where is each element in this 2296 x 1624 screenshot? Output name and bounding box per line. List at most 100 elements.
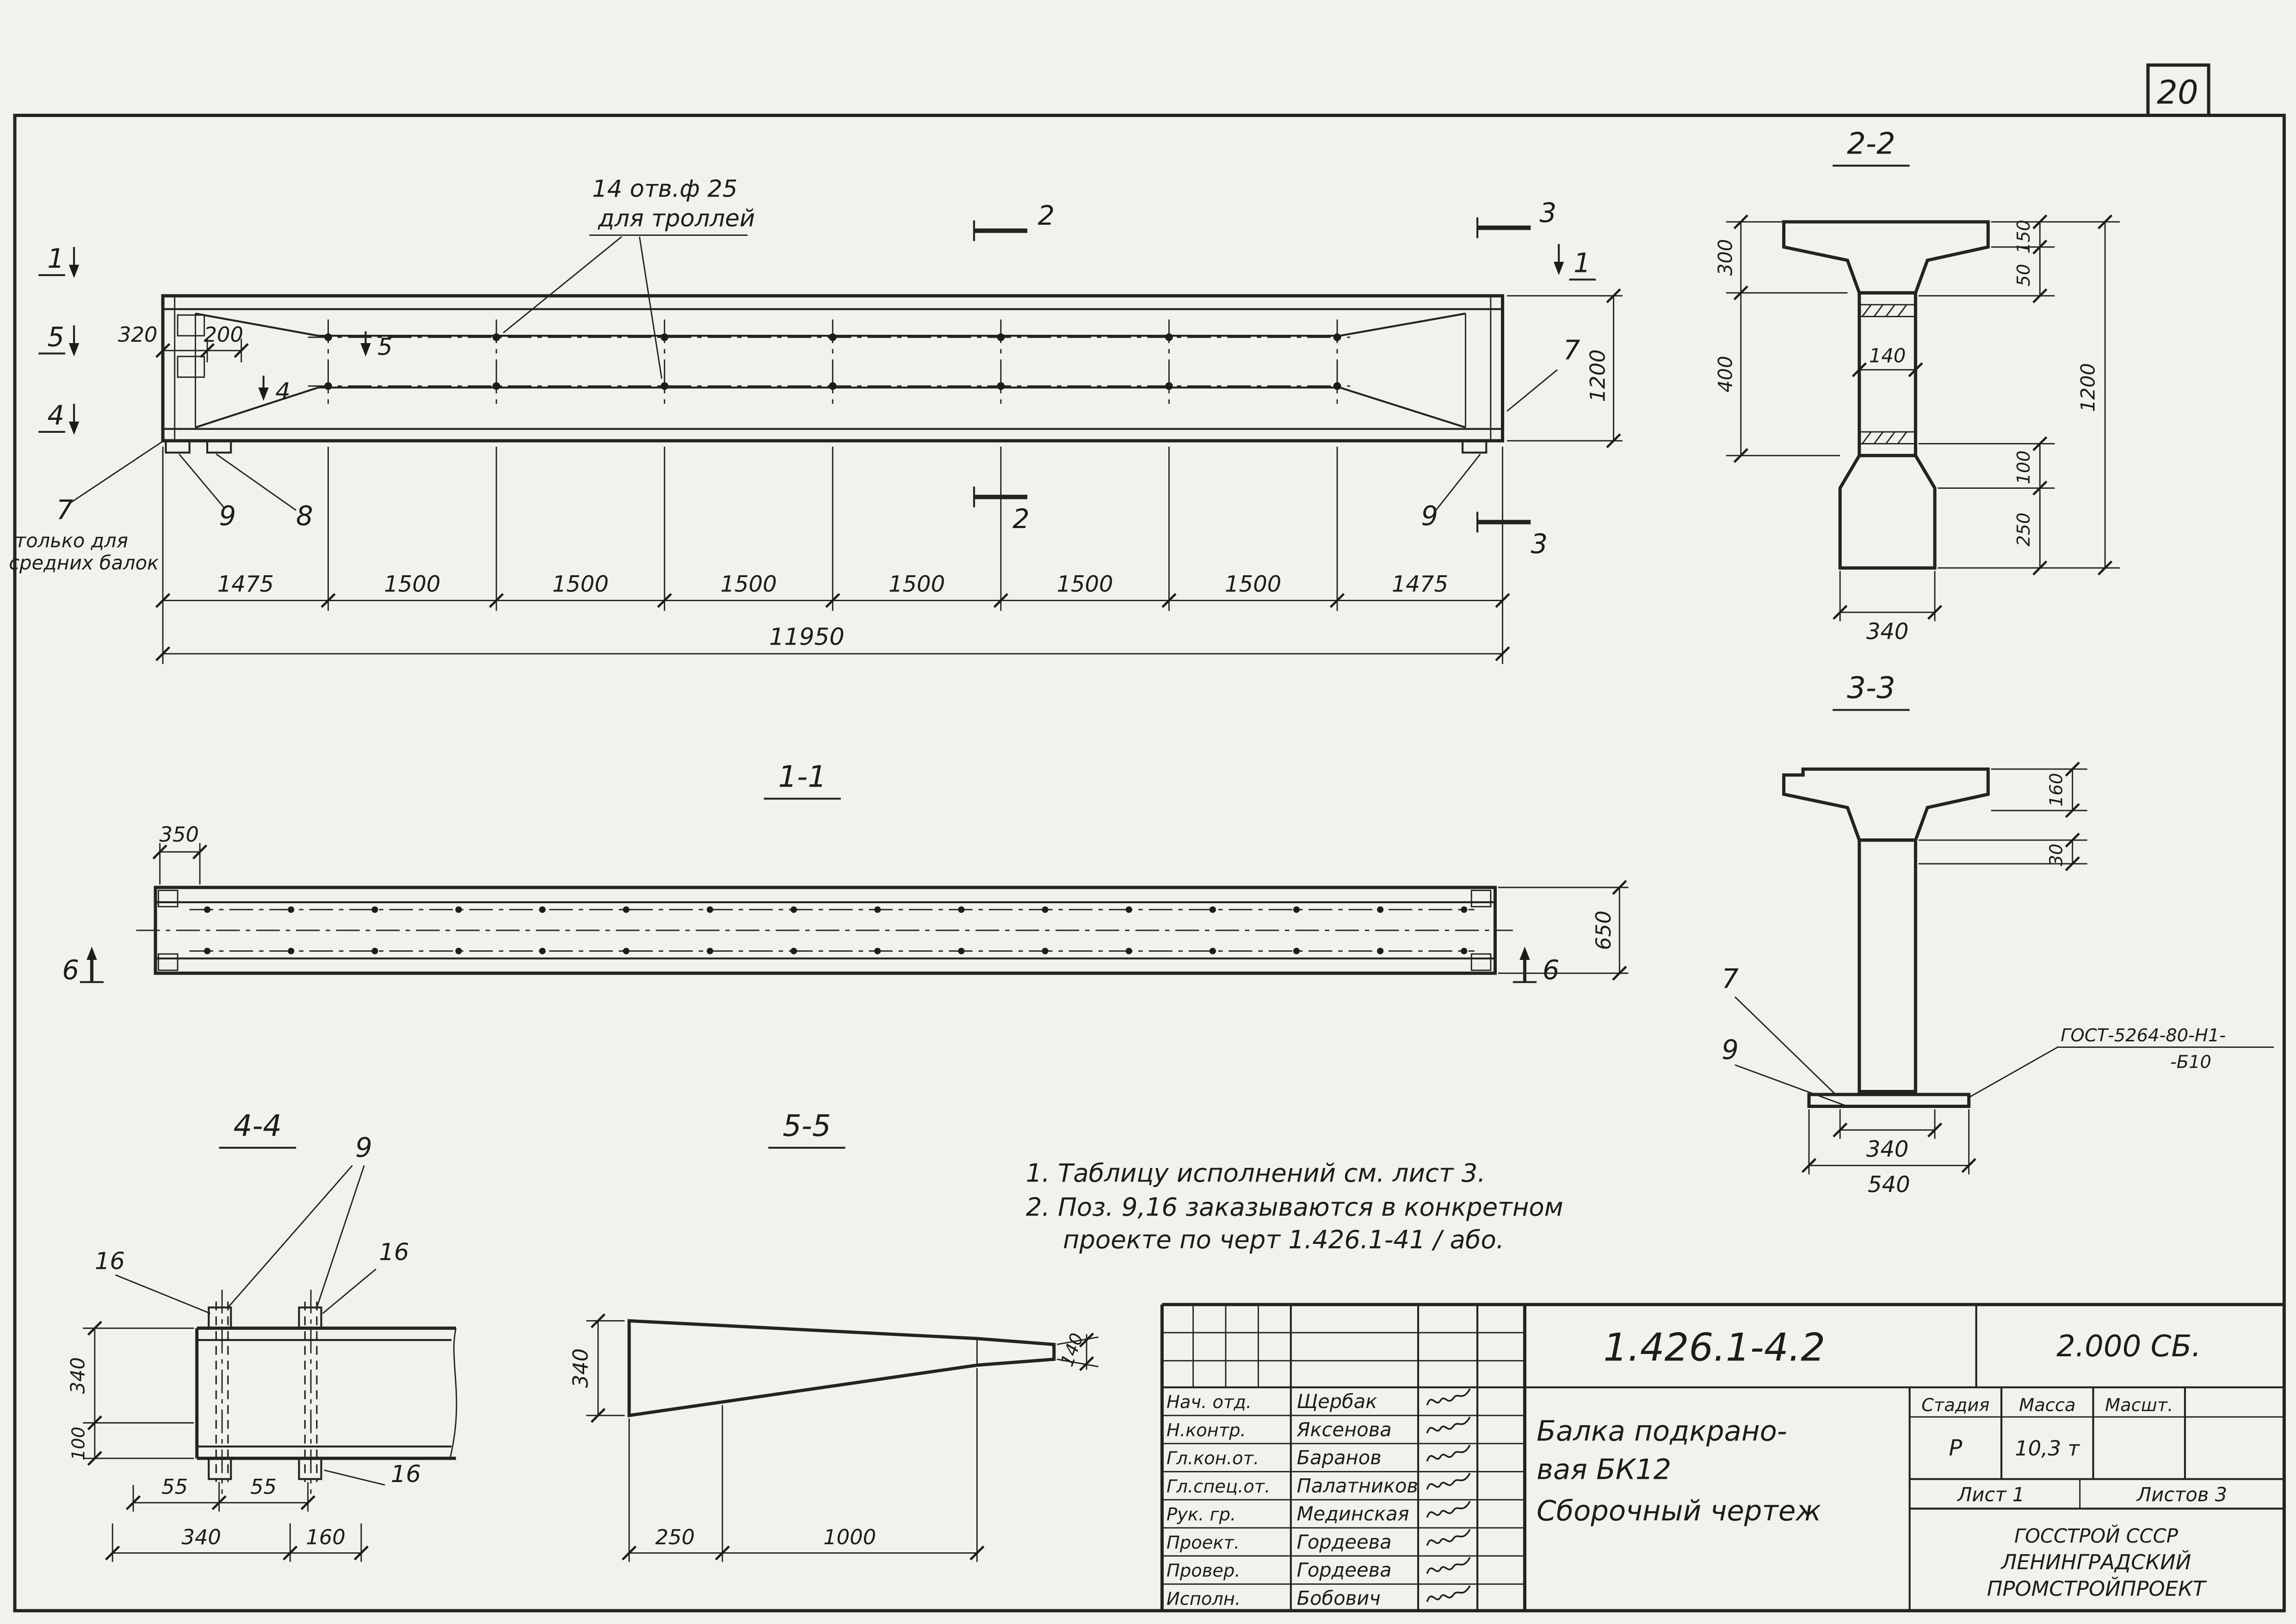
section-3-3-title: 3-3 [1847, 671, 1895, 706]
dim-340-vertical: 340 [66, 1357, 89, 1394]
pos-16-a: 16 [95, 1247, 125, 1275]
section-3-3-labels: 7 9 ГОСТ-5264-80-Н1- -Б10 [1722, 964, 2274, 1107]
dim-100: 100 [2013, 450, 2034, 484]
view-1-1-title: 1-1 [778, 760, 827, 794]
pos-7-right: 7 [1563, 335, 1580, 366]
section-2-2-title: 2-2 [1847, 127, 1895, 161]
view-4-4-centerlines [221, 1290, 312, 1494]
section-cut-2: 2 2 [973, 200, 1055, 535]
org-line-3: ПРОМСТРОЙПРОЕКТ [1987, 1576, 2207, 1601]
dim-100-view44: 100 [68, 1427, 89, 1460]
view-4-4: 4-4 9 16 16 [66, 1109, 457, 1562]
dim-30: 30 [2046, 843, 2067, 866]
section-marker-4-inner: 4 [275, 378, 290, 406]
drawing-title-line3: Сборочный чертеж [1537, 1495, 1821, 1527]
org-line-1: ГОССТРОЙ СССР [2014, 1525, 2178, 1547]
section-3-3-shape [1782, 767, 1990, 1108]
mass-value: 10,3 т [2015, 1436, 2080, 1460]
section-cut-3: 3 3 [1476, 197, 1556, 560]
section-label-3-bottom: 3 [1531, 529, 1548, 560]
section-marker-4: 4 [47, 400, 64, 431]
org-line-2: ЛЕНИНГРАДСКИЙ [2000, 1550, 2191, 1575]
view-5-5: 5-5 340 140 250 1000 [568, 1109, 1099, 1562]
dim-1500-a: 1500 [384, 571, 440, 597]
dim-total-11950: 11950 [769, 623, 845, 651]
dim-140: 140 [1869, 344, 1906, 367]
signer-role-6: Провер. [1167, 1561, 1241, 1581]
mass-header: Масса [2019, 1395, 2075, 1415]
view-1-1-holes [204, 906, 1468, 954]
pos-9-right: 9 [1421, 500, 1438, 531]
dim-1475-b: 1475 [1392, 571, 1448, 597]
view-1-1-centerlines [136, 909, 1513, 952]
dim-200: 200 [204, 322, 244, 347]
view-5-5-shape [627, 1319, 1056, 1418]
signer-role-2: Гл.кон.от. [1167, 1448, 1259, 1469]
scale-header: Масшт. [2105, 1395, 2173, 1415]
dim-150: 150 [2013, 220, 2034, 253]
signer-name-4: Мединская [1297, 1502, 1409, 1525]
signer-name-3: Палатников [1297, 1474, 1418, 1497]
dim-340-sec22: 340 [1866, 619, 1909, 645]
sheet-number: 20 [2157, 74, 2198, 111]
view-4-4-outline [195, 1306, 457, 1480]
section-2-2-shape [1782, 220, 1990, 570]
pos-7-sec33: 7 [1722, 964, 1739, 995]
sheets-count-label: Листов 3 [2136, 1483, 2227, 1506]
gost-weld-note-line2: -Б10 [2170, 1052, 2211, 1072]
view-5-5-title: 5-5 [783, 1109, 831, 1143]
view-1-1-dims: 350 650 [153, 822, 1629, 980]
document-code: 1.426.1-4.2 [1603, 1325, 1825, 1370]
dim-250: 250 [655, 1525, 695, 1549]
title-block: 1.426.1-4.2 2.000 СБ. Балка подкрано- ва… [1160, 1303, 2284, 1611]
view-4-4-dims: 340 100 55 55 340 160 [66, 1322, 368, 1562]
section-2-2: 2-2 300 400 140 [1714, 127, 2120, 645]
pos-16-c: 16 [391, 1460, 421, 1488]
elevation-view: 1 5 4 5 4 2 2 3 [9, 175, 1623, 664]
section-2-2-weld-bands [1858, 304, 1916, 445]
gost-weld-note-line1: ГОСТ-5264-80-Н1- [2061, 1025, 2226, 1046]
dim-1475-a: 1475 [217, 571, 274, 597]
pos-8: 8 [296, 500, 313, 531]
section-marker-6-right: 6 [1543, 954, 1560, 985]
pos-9-sec33: 9 [1722, 1034, 1739, 1065]
section-3-3: 3-3 7 9 ГОСТ-5264-80-Н1- -Б10 160 30 [1722, 671, 2274, 1198]
bottom-dim-chain: 1475 1500 1500 1500 1500 1500 1500 1475 … [156, 446, 1509, 664]
signer-name-2: Баранов [1297, 1446, 1382, 1469]
drawing-title-line2: вая БК12 [1537, 1454, 1671, 1486]
signature-rows: Нач. отд. Щербак Н.контр. Яксенова Гл.ко… [1167, 1388, 1471, 1609]
sheet-number-box: 20 [2146, 63, 2210, 117]
section-markers-left: 1 5 4 [38, 243, 80, 435]
section-label-2-top: 2 [1038, 200, 1055, 231]
signer-name-5: Гордеева [1297, 1531, 1392, 1553]
position-labels: 7 только для средних балок 9 8 9 7 [9, 335, 1580, 574]
dim-540: 540 [1868, 1172, 1910, 1198]
dim-340-view55: 340 [568, 1348, 593, 1388]
sheet-label: Лист 1 [1957, 1483, 2024, 1506]
section-2-2-dims: 300 400 140 150 50 100 250 1200 [1714, 215, 2120, 645]
signer-name-0: Щербак [1297, 1390, 1377, 1413]
signer-name-1: Яксенова [1296, 1418, 1392, 1441]
dim-1200-elevation: 1200 [1507, 289, 1623, 447]
trolley-holes [324, 333, 1341, 390]
holes-callout: 14 отв.ф 25 для троллей [503, 175, 755, 379]
view-1-1: 1-1 [62, 760, 1629, 985]
view-4-4-labels: 9 16 16 16 [95, 1132, 421, 1488]
drawing-title-line1: Балка подкрано- [1537, 1415, 1787, 1447]
dim-340-horizontal: 340 [182, 1525, 222, 1549]
signer-role-1: Н.контр. [1167, 1420, 1246, 1441]
dim-650: 650 [1591, 910, 1616, 950]
signer-role-5: Проект. [1167, 1532, 1240, 1553]
note-line-2: 2. Поз. 9,16 заказываются в конкретном [1026, 1193, 1563, 1222]
section-cut-6: 6 6 [62, 947, 1560, 985]
section-marker-1-right-label: 1 [1574, 248, 1591, 279]
note-line-1: 1. Таблицу исполнений см. лист 3. [1026, 1159, 1486, 1188]
dim-300: 300 [1714, 239, 1737, 276]
signer-name-7: Бобович [1297, 1587, 1381, 1609]
dim-350: 350 [160, 822, 199, 847]
note-line-3: проекте по черт 1.426.1-41 / або. [1063, 1225, 1504, 1255]
dim-320-200: 320 200 [118, 322, 248, 363]
dim-55-a: 55 [161, 1475, 188, 1499]
view-4-4-title: 4-4 [234, 1109, 282, 1143]
